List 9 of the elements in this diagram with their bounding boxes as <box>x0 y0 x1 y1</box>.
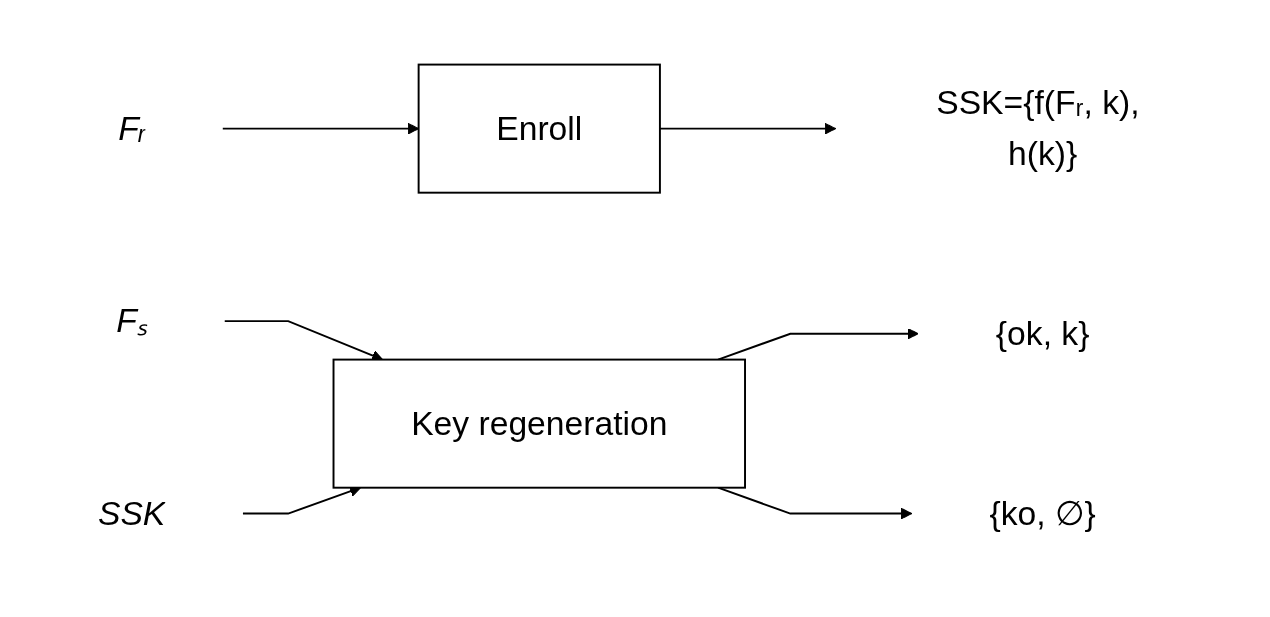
arrow <box>717 486 913 520</box>
node-box: Enroll <box>417 63 661 194</box>
node-text: {ok, k} <box>995 313 1090 353</box>
arrow <box>223 320 383 361</box>
node-text: SSK={f(Fᵣ, k), h(k)} <box>936 83 1140 173</box>
node-text: Fₛ <box>116 301 148 340</box>
node-text: {ko, ∅} <box>989 493 1096 533</box>
node-box: Key regeneration <box>332 358 746 489</box>
arrow <box>717 328 919 361</box>
